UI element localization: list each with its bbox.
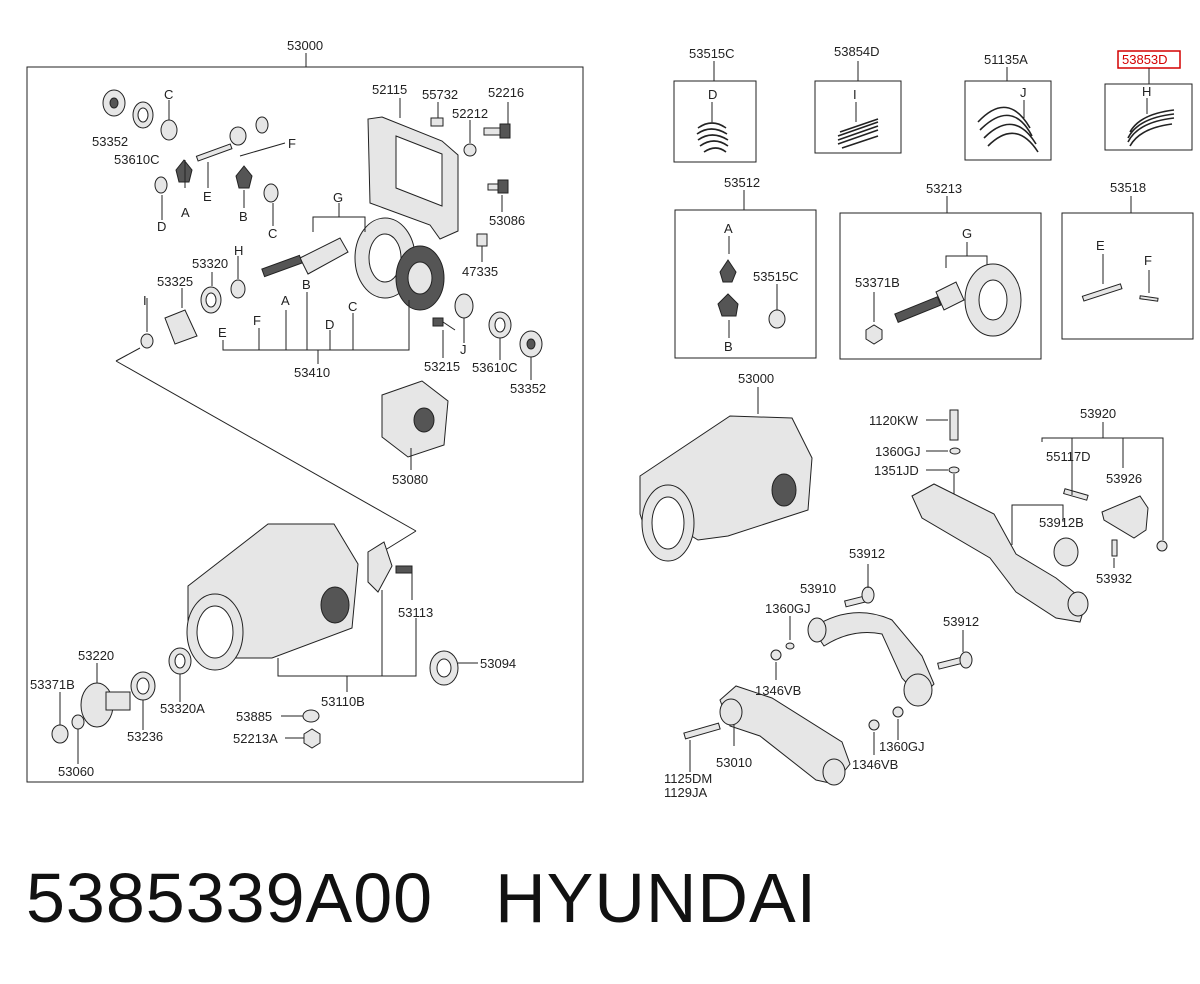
label: 53352 bbox=[510, 381, 546, 396]
label: B bbox=[239, 209, 248, 224]
label: 53515C bbox=[689, 46, 735, 61]
label: 53371B bbox=[855, 275, 900, 290]
left-panel: 53000 bbox=[26, 38, 584, 783]
label: 53236 bbox=[127, 729, 163, 744]
lower-right-parts bbox=[639, 387, 1168, 786]
top-right-labels: 53515C D 53854D I 51135A J 53853D H bbox=[689, 44, 1168, 102]
label: A bbox=[281, 293, 290, 308]
left-panel-labels: 53352 53610C C F E A D B C 52115 55732 5… bbox=[30, 82, 546, 779]
label: E bbox=[218, 325, 227, 340]
label: 53912B bbox=[1039, 515, 1084, 530]
label: 52212 bbox=[452, 106, 488, 121]
label: 53000 bbox=[738, 371, 774, 386]
label: 53010 bbox=[716, 755, 752, 770]
label: 53220 bbox=[78, 648, 114, 663]
label: 53094 bbox=[480, 656, 516, 671]
label: 1346VB bbox=[755, 683, 801, 698]
top-right-parts bbox=[673, 50, 1193, 163]
label: E bbox=[203, 189, 212, 204]
label: 53113 bbox=[398, 605, 433, 620]
label: 53325 bbox=[157, 274, 193, 289]
label: 1360GJ bbox=[765, 601, 811, 616]
label: A bbox=[181, 205, 190, 220]
label: F bbox=[1144, 253, 1152, 268]
label: A bbox=[724, 221, 733, 236]
label: 47335 bbox=[462, 264, 498, 279]
label: 53885 bbox=[236, 709, 272, 724]
label: 53912 bbox=[849, 546, 885, 561]
label: G bbox=[962, 226, 972, 241]
label: I bbox=[143, 293, 147, 308]
footer: 5385339A00 HYUNDAI bbox=[26, 858, 817, 938]
label: 53854D bbox=[834, 44, 880, 59]
part-number: 5385339A00 bbox=[26, 859, 434, 937]
label: I bbox=[853, 87, 857, 102]
label: 1360GJ bbox=[879, 739, 925, 754]
label: 1346VB bbox=[852, 757, 898, 772]
label: 53512 bbox=[724, 175, 760, 190]
left-panel-title: 53000 bbox=[287, 38, 323, 53]
label: 1120KW bbox=[869, 413, 919, 428]
label: 53515C bbox=[753, 269, 799, 284]
label: C bbox=[268, 226, 277, 241]
label: 1129JA bbox=[664, 785, 707, 800]
label: 53910 bbox=[800, 581, 836, 596]
brand-name: HYUNDAI bbox=[495, 859, 818, 937]
label: 52216 bbox=[488, 85, 524, 100]
label: F bbox=[288, 136, 296, 151]
label: J bbox=[1020, 85, 1027, 100]
label: 53320 bbox=[192, 256, 228, 271]
label: D bbox=[325, 317, 334, 332]
lower-right-labels: 53000 1120KW 1360GJ 1351JD 53920 55117D … bbox=[664, 371, 1142, 800]
label: 53610C bbox=[472, 360, 518, 375]
label: D bbox=[708, 87, 717, 102]
label: 55117D bbox=[1046, 449, 1091, 464]
label: 53080 bbox=[392, 472, 428, 487]
label: 1125DM bbox=[664, 771, 712, 786]
label: J bbox=[460, 342, 467, 357]
label: C bbox=[164, 87, 173, 102]
label: H bbox=[1142, 84, 1151, 99]
label: F bbox=[253, 313, 261, 328]
label: B bbox=[724, 339, 733, 354]
label: 53213 bbox=[926, 181, 962, 196]
label: 53110B bbox=[321, 694, 365, 709]
label: 1351JD bbox=[874, 463, 919, 478]
label: 52213A bbox=[233, 731, 278, 746]
label: 53912 bbox=[943, 614, 979, 629]
label: 1360GJ bbox=[875, 444, 921, 459]
label: 53610C bbox=[114, 152, 160, 167]
label: H bbox=[234, 243, 243, 258]
label: 53060 bbox=[58, 764, 94, 779]
label: 53371B bbox=[30, 677, 75, 692]
label: 53932 bbox=[1096, 571, 1132, 586]
label: 53926 bbox=[1106, 471, 1142, 486]
label: 53410 bbox=[294, 365, 330, 380]
label: G bbox=[333, 190, 343, 205]
label: 52115 bbox=[372, 82, 407, 97]
label: 53086 bbox=[489, 213, 525, 228]
highlighted-part-label: 53853D bbox=[1122, 52, 1168, 67]
mid-right-labels: 53512 A 53515C B 53213 G 53371B 53518 E … bbox=[724, 175, 1152, 354]
label: E bbox=[1096, 238, 1105, 253]
label: 53320A bbox=[160, 701, 205, 716]
label: 51135A bbox=[984, 52, 1028, 67]
label: 55732 bbox=[422, 87, 458, 102]
label: 53352 bbox=[92, 134, 128, 149]
label: 53920 bbox=[1080, 406, 1116, 421]
label: 53215 bbox=[424, 359, 460, 374]
label: 53518 bbox=[1110, 180, 1146, 195]
label: C bbox=[348, 299, 357, 314]
mid-right-parts bbox=[674, 190, 1194, 360]
label: D bbox=[157, 219, 166, 234]
label: B bbox=[302, 277, 311, 292]
